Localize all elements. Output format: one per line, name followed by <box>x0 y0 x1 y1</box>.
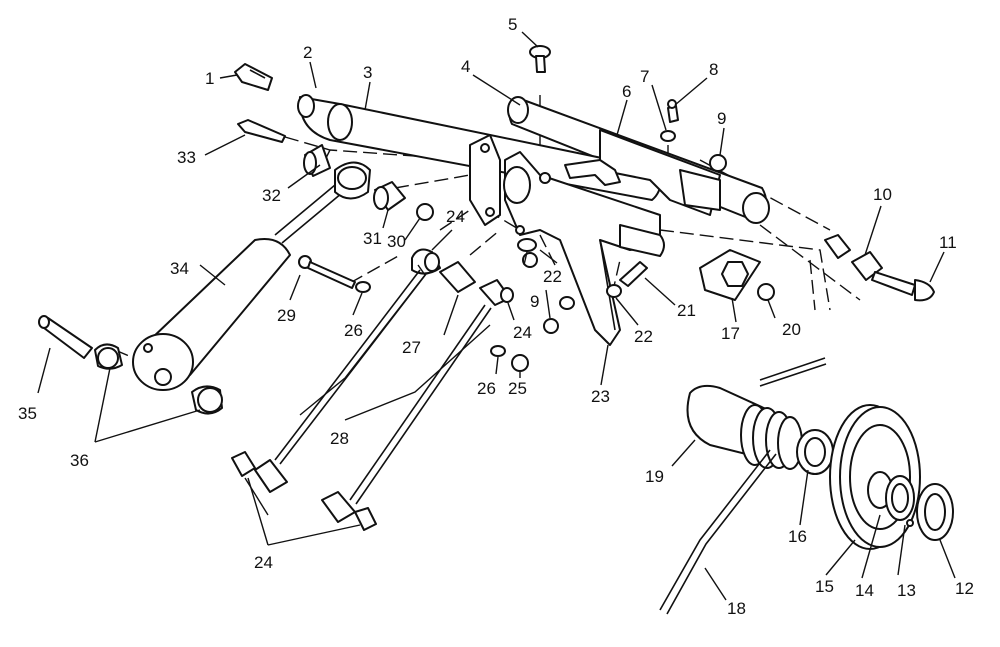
callout-29: 29 <box>277 306 296 325</box>
bushing-32 <box>303 144 331 177</box>
pivot-arm <box>503 151 665 346</box>
frame-bracket <box>599 129 721 216</box>
callout-32: 32 <box>262 186 281 205</box>
bolt-part-33 <box>237 119 286 143</box>
bushing-31 <box>373 181 406 211</box>
spring-clip <box>564 159 621 186</box>
callout-15: 15 <box>815 577 834 596</box>
callout-10: 10 <box>873 185 892 204</box>
callout-12: 12 <box>955 579 974 598</box>
washer-7 <box>660 130 676 142</box>
idler-wheel-15 <box>829 404 921 550</box>
callout-5: 5 <box>508 15 517 34</box>
nut-25 <box>511 354 529 372</box>
nut-9-lower <box>543 318 559 334</box>
bolt-part-5 <box>529 45 551 73</box>
callout-7: 7 <box>640 67 649 86</box>
callout-30: 30 <box>387 232 406 251</box>
callout-16: 16 <box>788 527 807 546</box>
callout-9-upper: 9 <box>717 109 726 128</box>
callout-6: 6 <box>622 82 631 101</box>
callout-4: 4 <box>461 57 470 76</box>
bearing-14 <box>885 475 915 521</box>
washer-16 <box>796 429 834 475</box>
callout-23: 23 <box>591 387 610 406</box>
callout-21: 21 <box>677 301 696 320</box>
callouts: 1 2 3 4 5 6 7 8 9 9 10 11 12 13 14 15 16… <box>18 15 974 618</box>
bolt-part-11 <box>871 271 935 302</box>
mount-10 <box>824 234 883 281</box>
callout-22-lower: 22 <box>634 327 653 346</box>
washer-26-upper <box>355 281 371 293</box>
callout-28: 28 <box>330 429 349 448</box>
spacer-12 <box>906 483 954 541</box>
callout-19: 19 <box>645 467 664 486</box>
torsion-spring <box>659 357 827 615</box>
link-rods <box>274 269 492 505</box>
grease-fitting <box>667 99 679 123</box>
callout-34: 34 <box>170 259 189 278</box>
leader-lines <box>37 31 956 601</box>
callout-3: 3 <box>363 63 372 82</box>
nut-30 <box>416 203 434 221</box>
callout-31: 31 <box>363 229 382 248</box>
callout-8: 8 <box>709 60 718 79</box>
mounting-plate <box>469 134 501 226</box>
bushing-36 <box>94 343 223 415</box>
callout-18: 18 <box>727 599 746 618</box>
callout-20: 20 <box>782 320 801 339</box>
callout-36: 36 <box>70 451 89 470</box>
bolt-part-29 <box>298 255 356 289</box>
callout-33: 33 <box>177 148 196 167</box>
callout-25: 25 <box>508 379 527 398</box>
callout-26-lower: 26 <box>477 379 496 398</box>
callout-24-lower: 24 <box>254 553 273 572</box>
callout-2: 2 <box>303 43 312 62</box>
callout-14: 14 <box>855 581 874 600</box>
bushing-30-lower <box>411 248 441 275</box>
callout-1: 1 <box>205 69 214 88</box>
pin-35 <box>38 315 93 359</box>
washer-26-lower <box>490 345 506 357</box>
callout-27: 27 <box>402 338 421 357</box>
callout-17: 17 <box>721 324 740 343</box>
washer-20 <box>757 283 775 301</box>
shock-absorber <box>132 161 371 391</box>
washer-22-lower <box>559 284 622 310</box>
callout-9-lower: 9 <box>530 292 539 311</box>
nut-22 <box>517 238 538 268</box>
callout-26-upper: 26 <box>344 321 363 340</box>
nut-9-upper <box>709 154 727 172</box>
callout-24-mid: 24 <box>513 323 532 342</box>
bolt-part-21 <box>619 261 648 287</box>
callout-35: 35 <box>18 404 37 423</box>
callout-22-upper: 22 <box>543 267 562 286</box>
bracket-17 <box>699 249 761 301</box>
bushing-24-lower <box>231 451 377 531</box>
callout-11: 11 <box>939 233 957 252</box>
callout-24-upper: 24 <box>446 207 465 226</box>
callout-13: 13 <box>897 581 916 600</box>
bushing-27 <box>439 261 476 293</box>
bushing-24-mid <box>479 279 514 306</box>
bolt-part-1 <box>234 63 273 91</box>
